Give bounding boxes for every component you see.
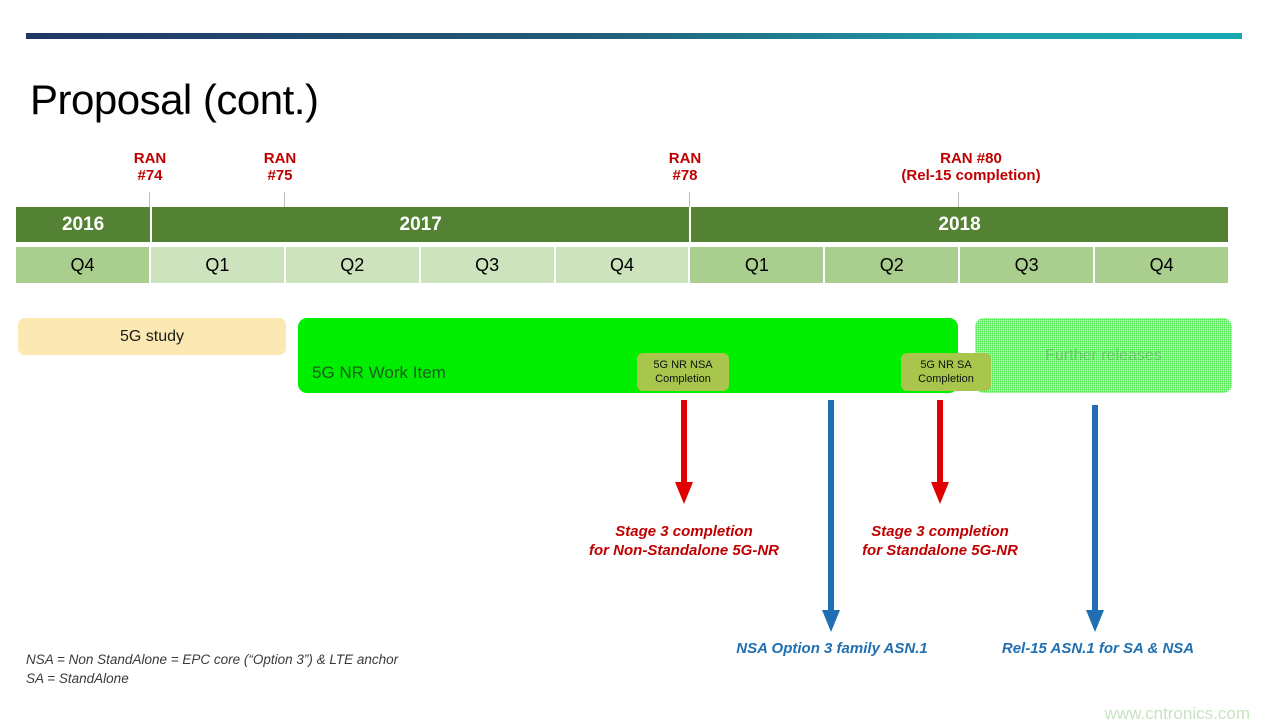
timeline-quarter-cell: Q2 [825, 247, 961, 283]
watermark: www.cntronics.com [1104, 704, 1250, 723]
ran-meeting-label: RAN #75 [263, 150, 297, 184]
stage3-annotation: Stage 3 completion for Standalone 5G-NR [862, 523, 1018, 559]
bar-5g-study-label: 5G study [119, 327, 185, 345]
top-accent-rule [26, 33, 1242, 39]
ran-meeting-label: RAN #78 [668, 150, 702, 184]
milestone-5g-nr-nsa-completion[interactable]: 5G NR NSA Completion [637, 353, 729, 391]
timeline-quarter-cell: Q3 [420, 247, 556, 283]
page-title: Proposal (cont.) [30, 76, 319, 123]
timeline-year-cell: 2018 [691, 207, 1228, 242]
ran-meeting-label: RAN #80 (Rel-15 completion) [901, 150, 1041, 184]
nsa-stage3-arrow [671, 400, 697, 504]
milestone-5g-nr-sa-completion[interactable]: 5G NR SA Completion [901, 353, 991, 391]
stage3-annotation: Stage 3 completion for Non-Standalone 5G… [589, 523, 779, 559]
timeline-quarter-cell: Q4 [16, 247, 151, 283]
bar-5g-nr-work-item-label: 5G NR Work Item [312, 363, 446, 382]
timeline-quarter-cell: Q4 [555, 247, 691, 283]
timeline-quarter-cell: Q4 [1095, 247, 1229, 283]
bar-further-releases[interactable]: Further releases [975, 318, 1232, 393]
footnote-abbreviations: NSA = Non StandAlone = EPC core (“Option… [26, 652, 399, 686]
asn1-annotation: NSA Option 3 family ASN.1 [736, 640, 928, 657]
sa-stage3-arrow [927, 400, 953, 504]
bar-5g-study[interactable]: 5G study [18, 318, 286, 355]
asn1-annotation: Rel-15 ASN.1 for SA & NSA [1001, 640, 1195, 657]
timeline-year-cell: 2017 [152, 207, 692, 242]
bar-further-releases-label: Further releases [1045, 346, 1162, 364]
timeline-year-cell: 2016 [16, 207, 153, 242]
asn1-rel15-arrow [1082, 405, 1108, 632]
asn1-nsa-arrow [818, 400, 844, 632]
timeline-quarter-cell: Q2 [285, 247, 421, 283]
timeline-quarter-cell: Q1 [690, 247, 826, 283]
bar-5g-nr-work-item[interactable]: 5G NR Work Item [298, 318, 958, 393]
timeline-quarter-cell: Q1 [150, 247, 286, 283]
timeline-quarter-cell: Q3 [960, 247, 1096, 283]
ran-meeting-label: RAN #74 [133, 150, 167, 184]
